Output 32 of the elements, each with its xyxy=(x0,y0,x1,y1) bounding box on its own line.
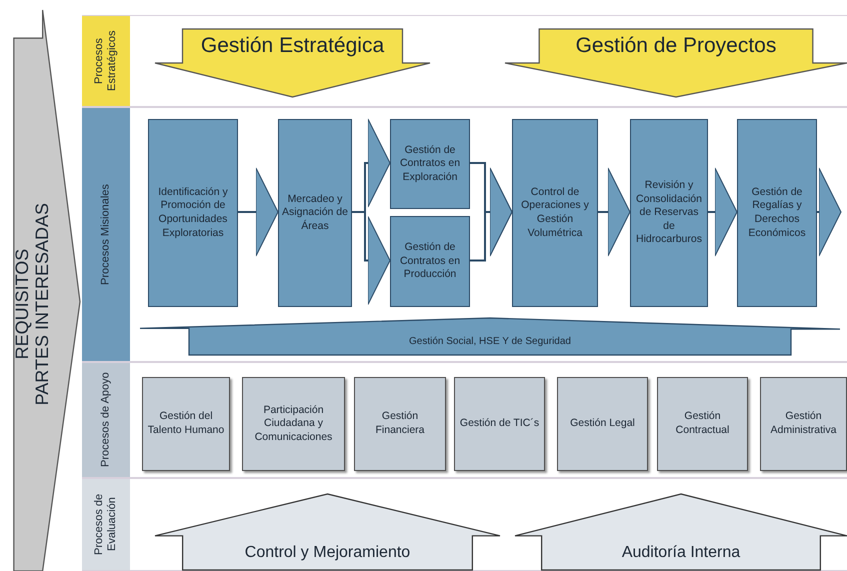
process-box: Gestión Administrativa xyxy=(760,377,847,471)
process-box: Gestión de Contratos en Exploración xyxy=(390,119,470,209)
process-box: Gestión Financiera xyxy=(354,377,446,471)
arrow xyxy=(817,168,842,256)
process-title: Control y Mejoramiento xyxy=(244,543,410,562)
process-box: Gestión de TIC´s xyxy=(454,377,545,471)
process-box: Identificación y Promoción de Oportunidades Exploratorias xyxy=(148,119,238,307)
process-band xyxy=(82,15,847,107)
process-box: Gestión de Regalías y Derechos Económicos xyxy=(737,119,817,307)
band-label: Procesos Estratégicos xyxy=(82,16,130,106)
band-label: Procesos Misionales xyxy=(82,108,130,361)
process-label: Gestión Social, HSE Y de Seguridad xyxy=(409,336,571,348)
process-title: Gestión Estratégica xyxy=(200,33,384,59)
side-title: REQUISITOS PARTES INTERESADAS xyxy=(13,203,53,406)
process-box: Gestión Contractual xyxy=(657,377,748,471)
arrow xyxy=(598,168,630,256)
process-box: Mercadeo y Asignación de Áreas xyxy=(278,119,352,307)
process-title: Auditoría Interna xyxy=(622,543,740,562)
process-box: Participación Ciudadana y Comunicaciones xyxy=(242,377,345,471)
band-label: Procesos de Apoyo xyxy=(82,363,130,477)
process-box: Control de Operaciones y Gestión Volumétrica xyxy=(512,119,598,307)
process-box: Gestión del Talento Humano xyxy=(142,377,230,471)
process-box: Gestión Legal xyxy=(557,377,648,471)
process-band xyxy=(82,107,847,362)
process-title: Gestión de Proyectos xyxy=(576,33,776,59)
process-box: Revisión y Consolidación de Reservas de Hidrocarburos xyxy=(630,119,708,307)
process-band xyxy=(82,478,847,571)
arrow xyxy=(708,168,738,256)
process-band xyxy=(82,362,847,478)
band-label: Procesos de Evaluación xyxy=(82,479,130,570)
process-box: Gestión de Contratos en Producción xyxy=(390,216,470,307)
arrow xyxy=(238,168,278,256)
